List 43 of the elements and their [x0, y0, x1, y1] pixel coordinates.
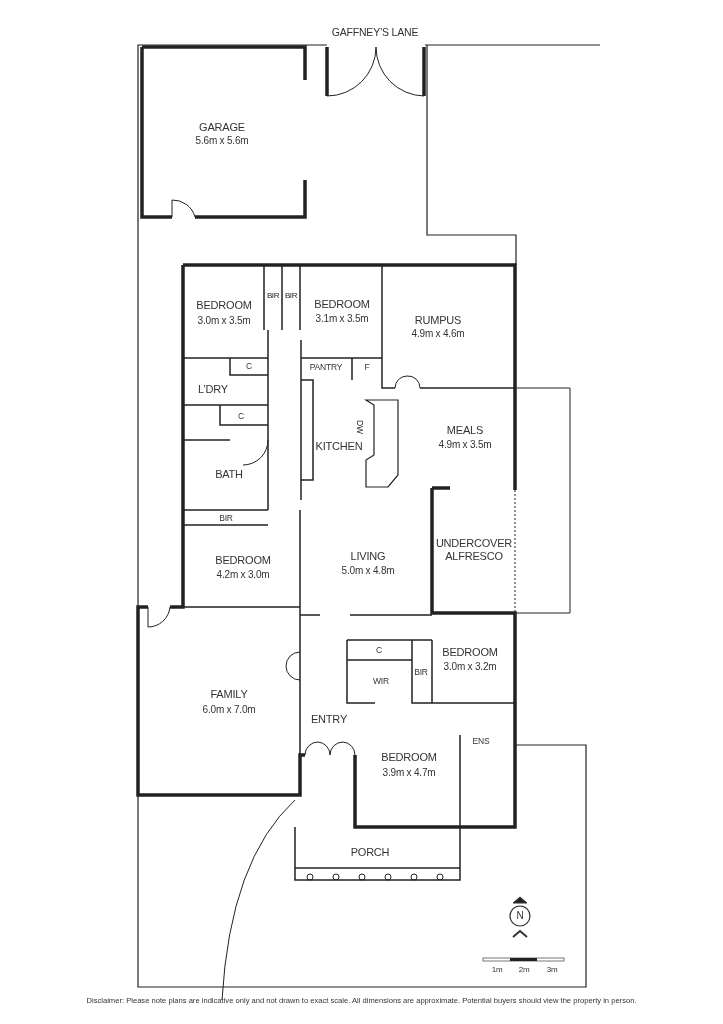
room-label: DW — [354, 420, 364, 434]
room-label: FAMILY — [210, 687, 248, 701]
room-label: MEALS — [446, 423, 484, 437]
north-letter: N — [516, 910, 524, 922]
room-dimensions: 3.0m x 3.2m — [443, 661, 497, 673]
room-label: BIR — [284, 291, 298, 301]
room-label: PANTRY — [309, 363, 343, 373]
scale-label: 3m — [546, 965, 558, 975]
room-label: KITCHEN — [315, 439, 363, 453]
room-label: C — [246, 362, 252, 372]
room-label: RUMPUS — [414, 313, 462, 327]
room-label: BIR — [414, 668, 428, 678]
room-label: BEDROOM — [215, 553, 271, 567]
room-dimensions: 5.0m x 4.8m — [341, 565, 395, 577]
room-label: BIR — [266, 291, 280, 301]
room-label: BIR — [219, 514, 233, 524]
room-dimensions: 4.9m x 4.6m — [411, 328, 465, 340]
scale-label: 2m — [518, 965, 530, 975]
room-label: BEDROOM — [442, 645, 498, 659]
room-dimensions: 3.1m x 3.5m — [315, 313, 369, 325]
room-label: C — [376, 646, 382, 656]
room-dimensions: 5.6m x 5.6m — [195, 135, 249, 147]
room-dimensions: 6.0m x 7.0m — [202, 704, 256, 716]
room-label: ENS — [472, 737, 490, 747]
room-label: WIR — [373, 677, 389, 687]
room-label: BATH — [215, 467, 243, 481]
room-label: PORCH — [350, 845, 390, 859]
room-dimensions: 3.9m x 4.7m — [382, 767, 436, 779]
room-dimensions: 3.0m x 3.5m — [197, 315, 251, 327]
room-label: BEDROOM — [314, 297, 370, 311]
room-dimensions: 4.2m x 3.0m — [216, 569, 270, 581]
street-name-label: GAFFNEY’S LANE — [331, 25, 419, 39]
room-label: C — [238, 412, 244, 422]
room-label: ENTRY — [310, 712, 348, 726]
room-label: BEDROOM — [381, 750, 437, 764]
scale-label: 1m — [491, 965, 503, 975]
room-label: BEDROOM — [196, 298, 252, 312]
room-label: LIVING — [350, 549, 386, 563]
room-label: UNDERCOVER ALFRESCO — [434, 537, 514, 563]
room-dimensions: 4.9m x 3.5m — [438, 439, 492, 451]
room-label: L’DRY — [198, 382, 228, 396]
room-label: F — [364, 363, 370, 373]
room-label: GARAGE — [199, 120, 245, 134]
